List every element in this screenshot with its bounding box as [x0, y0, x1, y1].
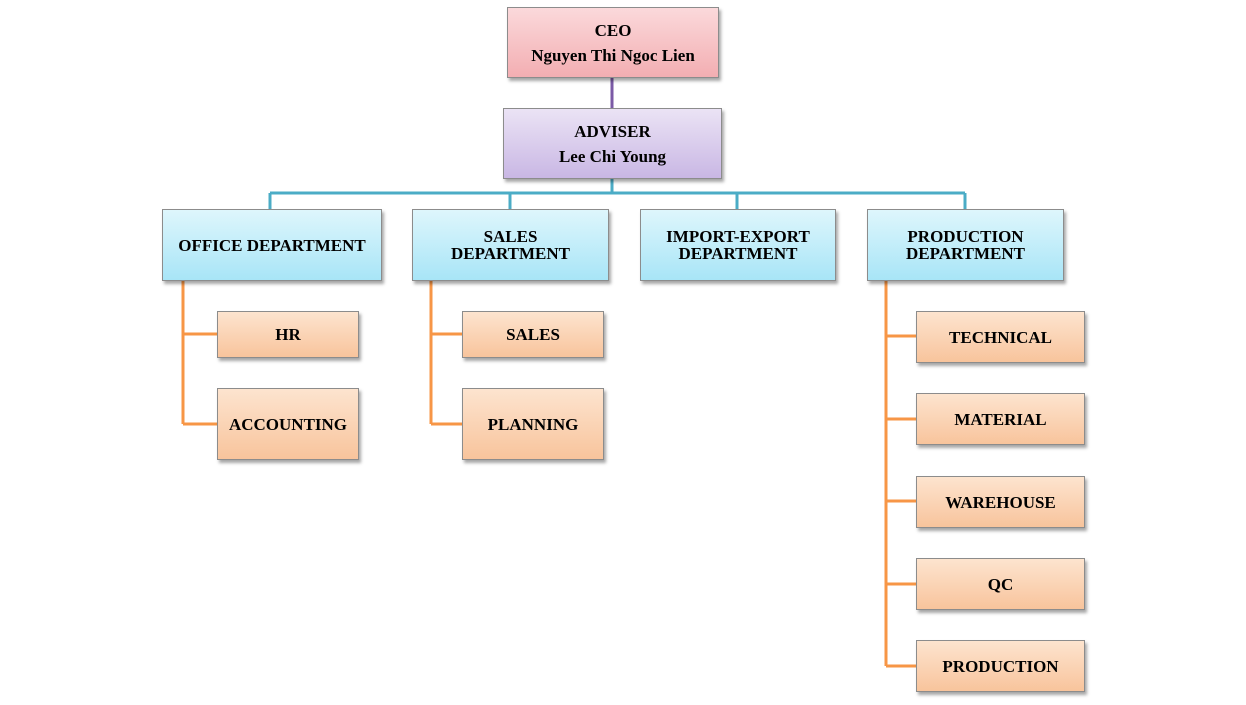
warehouse-unit-box: WAREHOUSE: [916, 476, 1085, 528]
office-department-box: OFFICE DEPARTMENT: [162, 209, 382, 281]
material-unit-label: MATERIAL: [954, 409, 1047, 429]
import-export-department-label-line2: DEPARTMENT: [678, 244, 798, 263]
sales-department-label-line1: SALES: [483, 227, 538, 246]
technical-unit-label: TECHNICAL: [949, 327, 1052, 347]
hr-unit-label: HR: [275, 325, 301, 344]
hr-unit-box: HR: [217, 311, 359, 358]
sales-unit-label: SALES: [506, 325, 560, 344]
sales-unit-box: SALES: [462, 311, 604, 358]
ceo-box: CEO Nguyen Thi Ngoc Lien: [507, 7, 719, 78]
adviser-box: ADVISER Lee Chi Young: [503, 108, 722, 179]
planning-unit-label: PLANNING: [487, 414, 579, 434]
production-unit-label: PRODUCTION: [942, 656, 1059, 676]
planning-unit-box: PLANNING: [462, 388, 604, 460]
production-department-label-line2: DEPARTMENT: [905, 244, 1026, 263]
production-department-label-line1: PRODUCTION: [907, 227, 1024, 246]
production-unit-box: PRODUCTION: [916, 640, 1085, 692]
ceo-title: CEO: [594, 20, 632, 40]
qc-unit-label: QC: [987, 574, 1014, 594]
import-export-department-box: IMPORT-EXPORT DEPARTMENT: [640, 209, 836, 281]
material-unit-box: MATERIAL: [916, 393, 1085, 445]
office-department-label: OFFICE DEPARTMENT: [178, 235, 366, 255]
sales-department-box: SALES DEPARTMENT: [412, 209, 609, 281]
ceo-name: Nguyen Thi Ngoc Lien: [531, 45, 695, 65]
accounting-unit-label: ACCOUNTING: [228, 414, 348, 434]
adviser-name: Lee Chi Young: [558, 146, 667, 166]
sales-department-label-line2: DEPARTMENT: [450, 244, 571, 263]
warehouse-unit-label: WAREHOUSE: [945, 492, 1056, 512]
qc-unit-box: QC: [916, 558, 1085, 610]
production-department-box: PRODUCTION DEPARTMENT: [867, 209, 1064, 281]
technical-unit-box: TECHNICAL: [916, 311, 1085, 363]
import-export-department-label-line1: IMPORT-EXPORT: [666, 227, 810, 246]
adviser-title: ADVISER: [574, 121, 651, 141]
accounting-unit-box: ACCOUNTING: [217, 388, 359, 460]
